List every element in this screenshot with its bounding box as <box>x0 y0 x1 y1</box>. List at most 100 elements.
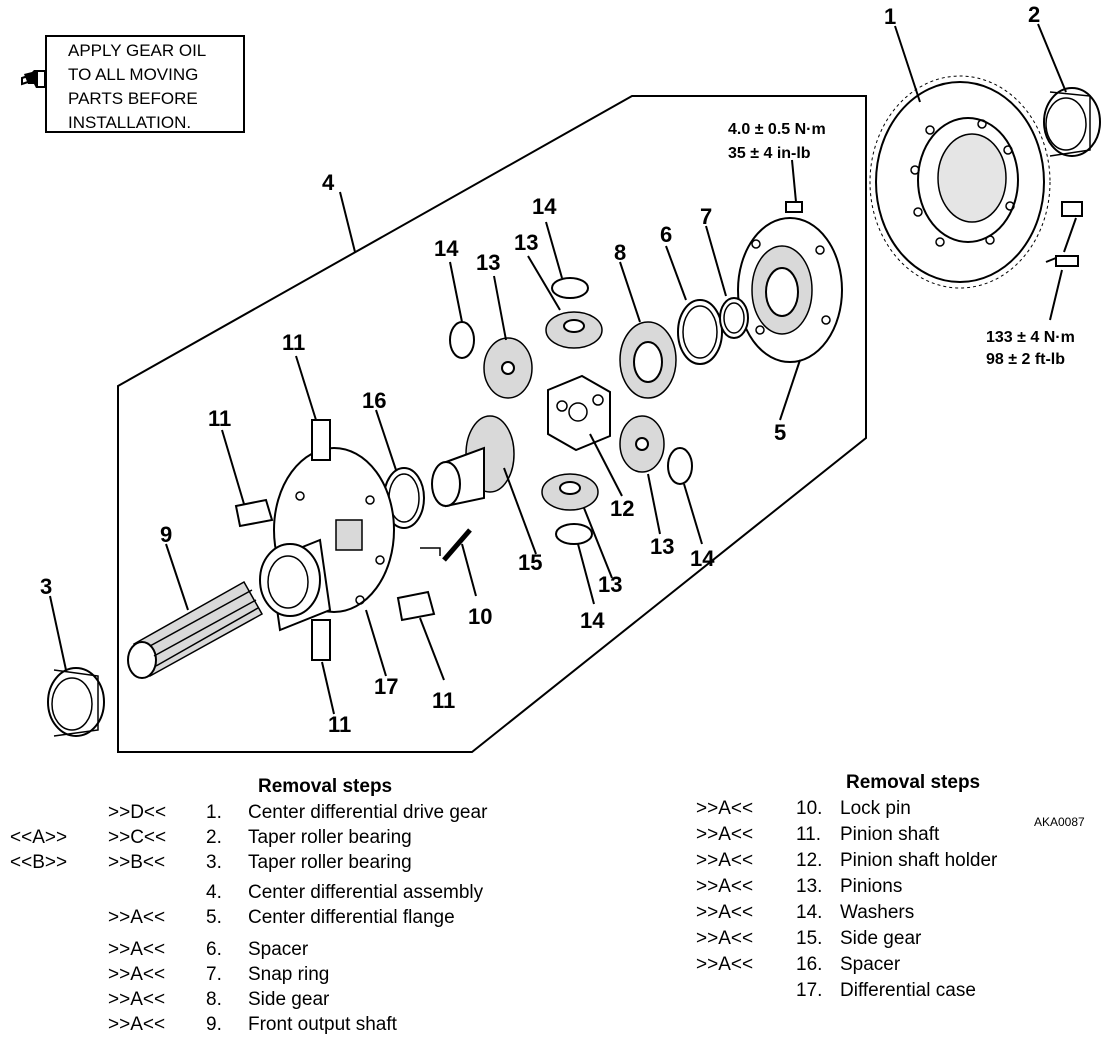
step-num: 9. <box>206 1014 222 1035</box>
pinion-upper-right-part <box>545 311 603 349</box>
step-name: Side gear <box>840 928 922 949</box>
callout-labels: 1 2 3 4 5 6 7 8 9 10 11 11 11 11 12 13 1… <box>40 2 1040 737</box>
torque-spec-top: 4.0 ± 0.5 N·m 35 ± 4 in-lb <box>728 121 826 162</box>
torque-right-ftlb: 98 ± 2 ft-lb <box>986 351 1065 368</box>
pinion-upper-left-part <box>483 337 533 399</box>
bolt-part <box>1045 201 1083 267</box>
step-name: Pinion shaft holder <box>840 850 998 871</box>
step-num: 3. <box>206 852 222 873</box>
step-row: 17. Differential case <box>696 978 1026 1004</box>
step-row: <<A>>>>C<<2.Taper roller bearing <box>10 825 550 850</box>
callout-15: 15 <box>518 550 542 575</box>
pinion-lower-right-part <box>619 415 665 473</box>
step-row: >>A<< 7. Snap ring <box>10 962 550 987</box>
leader-lines <box>49 23 1077 715</box>
step-row: >>A<<16.Spacer <box>696 952 1026 978</box>
washer-4-part <box>555 523 593 545</box>
callout-14-c: 14 <box>690 546 715 571</box>
step-post: >>A<< <box>696 876 754 897</box>
differential-flange-part <box>737 217 843 363</box>
washer-1-part <box>449 321 475 359</box>
step-num: 17. <box>796 980 823 1001</box>
differential-case-part <box>259 447 395 632</box>
step-num: 5. <box>206 907 222 928</box>
step-num: 14. <box>796 902 823 923</box>
callout-13-b: 13 <box>514 230 538 255</box>
note-line-1: APPLY GEAR OIL <box>68 41 206 60</box>
note-line-2: TO ALL MOVING <box>68 65 198 84</box>
callout-14-a: 14 <box>434 236 459 261</box>
step-name: Differential case <box>840 980 976 1001</box>
callout-14-b: 14 <box>532 194 557 219</box>
pinion-shaft-right-part <box>396 590 436 622</box>
step-name: Center differential drive gear <box>248 802 488 823</box>
flange-screw-part <box>785 201 803 213</box>
step-row: >>A<<11.Pinion shaft <box>696 822 1026 848</box>
step-row: <<B>>>>B<<3.Taper roller bearing <box>10 850 550 880</box>
callout-9: 9 <box>160 522 172 547</box>
callout-17: 17 <box>374 674 398 699</box>
callout-5: 5 <box>774 420 786 445</box>
callout-2: 2 <box>1028 2 1040 27</box>
snap-ring-part <box>719 297 749 339</box>
note-box: APPLY GEAR OIL TO ALL MOVING PARTS BEFOR… <box>21 35 245 133</box>
callout-3: 3 <box>40 574 52 599</box>
step-name: Center differential flange <box>248 907 455 928</box>
assembly-outline <box>117 95 867 753</box>
step-name: Washers <box>840 902 915 923</box>
note-line-3: PARTS BEFORE <box>68 89 198 108</box>
callout-11-bottom: 11 <box>328 712 351 737</box>
step-name: Snap ring <box>248 964 330 985</box>
step-num: 16. <box>796 954 823 975</box>
callout-12: 12 <box>610 496 634 521</box>
step-row: >>D<<1.Center differential drive gear <box>10 800 550 825</box>
lock-pin-part <box>420 528 472 562</box>
step-num: 6. <box>206 939 222 960</box>
front-output-shaft-part <box>127 580 264 679</box>
step-row: >>A<<8.Side gear <box>10 987 550 1012</box>
torque-right-nm: 133 ± 4 N·m <box>986 329 1075 346</box>
step-post: >>A<< <box>696 928 754 949</box>
pinion-shaft-holder-part <box>547 374 611 452</box>
step-num: 10. <box>796 798 823 819</box>
step-num: 7. <box>206 964 222 985</box>
left-steps-list: >>D<<1.Center differential drive gear<<A… <box>10 800 550 1037</box>
step-post: >>A<< <box>696 954 754 975</box>
step-post: >>C<< <box>108 827 167 848</box>
step-num: 11. <box>796 824 822 845</box>
step-post: >>A<< <box>696 902 754 923</box>
side-gear-upper-part <box>619 321 677 399</box>
callout-13-c: 13 <box>650 534 674 559</box>
step-row: >>A<<15.Side gear <box>696 926 1026 952</box>
left-steps-heading: Removal steps <box>258 776 393 797</box>
callout-11-right: 11 <box>432 688 455 713</box>
step-post: >>A<< <box>108 907 166 928</box>
bearing-lower-part <box>47 667 105 737</box>
callout-6: 6 <box>660 222 672 247</box>
callout-16: 16 <box>362 388 386 413</box>
spacer-ring-part <box>677 299 723 365</box>
step-post: >>B<< <box>108 852 166 873</box>
step-row: >>A<< 14. Washers <box>696 900 1026 926</box>
step-name: Side gear <box>248 989 330 1010</box>
step-row: 4.Center differential assembly <box>10 880 550 905</box>
step-post: >>A<< <box>108 964 166 985</box>
right-steps-heading: Removal steps <box>846 772 981 793</box>
callout-14-d: 14 <box>580 608 605 633</box>
step-row: >>A<<12.Pinion shaft holder <box>696 848 1026 874</box>
step-pre: <<B>> <box>10 852 68 873</box>
torque-spec-right: 133 ± 4 N·m 98 ± 2 ft-lb <box>986 329 1075 368</box>
step-post: >>A<< <box>696 850 754 871</box>
step-num: 8. <box>206 989 222 1010</box>
step-pre: <<A>> <box>10 827 68 848</box>
torque-top-nm: 4.0 ± 0.5 N·m <box>728 121 826 138</box>
side-gear-lower-part <box>431 415 515 508</box>
step-row: >>A<<6.Spacer <box>10 937 550 962</box>
callout-11-top: 11 <box>282 330 305 355</box>
washer-3-part <box>667 447 693 485</box>
callout-4: 4 <box>322 170 335 195</box>
callout-7: 7 <box>700 204 712 229</box>
step-name: Pinion shaft <box>840 824 940 845</box>
step-post: >>A<< <box>696 798 754 819</box>
